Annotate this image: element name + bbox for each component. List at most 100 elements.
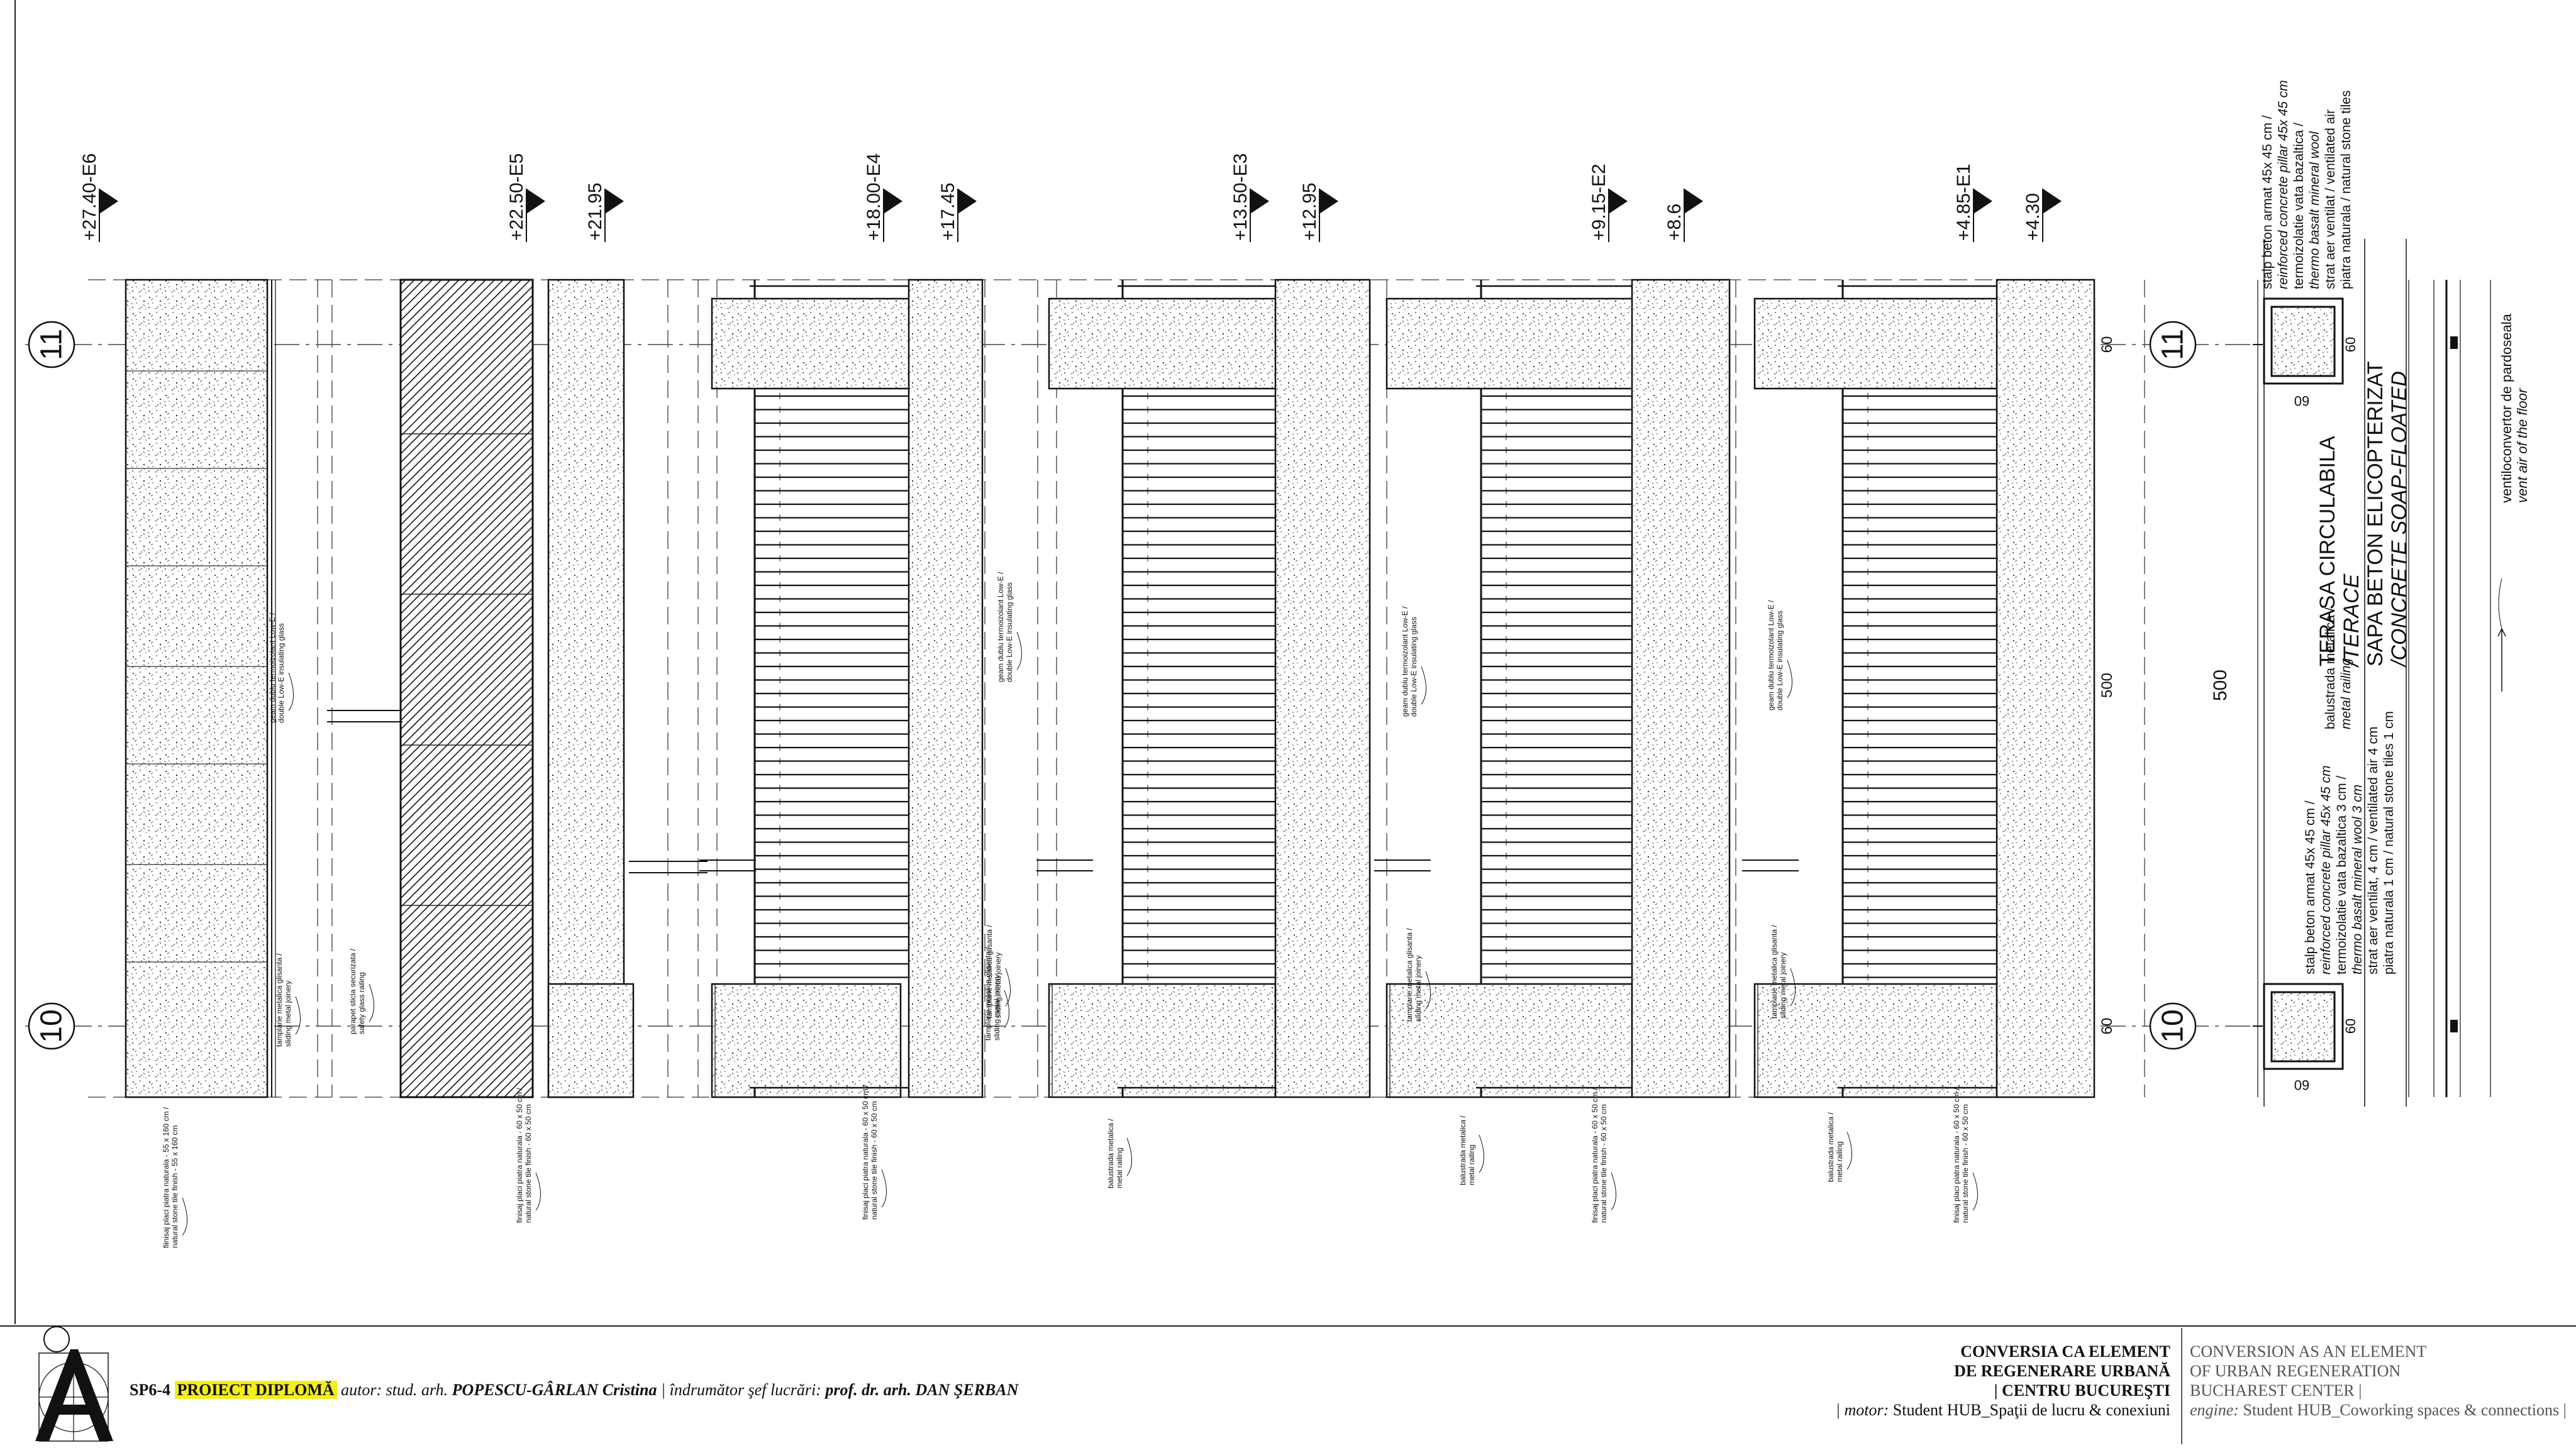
title-en-line3: BUCHAREST CENTER | xyxy=(2190,1381,2362,1400)
level-markers: +27.40-E6 +22.50-E5 +21.95 +18.00-E4 +17.45 +… xyxy=(79,153,2062,242)
svg-text:thermo basalt mineral wool 3 c: thermo basalt mineral wool 3 cm xyxy=(2350,785,2365,975)
coordinator-label: | îndrumător şef lucrări: xyxy=(660,1381,821,1399)
plan-detail xyxy=(2144,239,2506,1107)
svg-text:thermo basalt mineral wool: thermo basalt mineral wool xyxy=(2307,131,2322,289)
svg-text:ventiloconvertor de pardoseala: ventiloconvertor de pardoseala xyxy=(2499,313,2514,503)
label-pillar-bottom: stalp beton armat 45x 45 cm /reinforced … xyxy=(2303,711,2396,975)
author-label: autor: stud. arh. xyxy=(341,1381,448,1399)
title-en: CONVERSION AS AN ELEMENT OF URBAN REGENE… xyxy=(2190,1342,2567,1420)
svg-text:stalp beton armat 45x 45 cm /: stalp beton armat 45x 45 cm / xyxy=(2260,115,2275,289)
annotation-facade-e1: finisaj placi piatra naturala - 60 x 50 … xyxy=(1952,1088,1978,1223)
dim-60-bottom: 60 xyxy=(2099,1018,2116,1035)
motor-value: Student HUB_Spaţii de lucru & conexiuni xyxy=(1892,1401,2170,1419)
svg-text:balustrada metalica /metal rai: balustrada metalica /metal railing xyxy=(1106,1119,1124,1188)
svg-text:metal railing: metal railing xyxy=(2339,658,2353,729)
dim-60-pillar-top: 60 xyxy=(2343,337,2358,352)
level-label-0: +27.40-E6 xyxy=(79,153,100,241)
title-block-border xyxy=(0,1325,2576,1327)
annotation-facade-e6: fiinisaj placi piatra naturala - 55 x 16… xyxy=(162,1107,187,1248)
svg-text:finisaj placi piatra naturala: finisaj placi piatra naturala - 60 x 50 … xyxy=(1952,1088,1970,1223)
title-ro-motor: | motor: Student HUB_Spaţii de lucru & c… xyxy=(1836,1400,2170,1420)
annotation-railing-e2: balustrada metalica /metal railing xyxy=(1458,1115,1484,1185)
level-label-10: +4.30 xyxy=(2023,193,2043,241)
title-block: SP6-4 PROIECT DIPLOMĂ autor: stud. arh. … xyxy=(0,1325,2576,1448)
svg-text:balustrada metalica /metal rai: balustrada metalica /metal railing xyxy=(1458,1115,1476,1185)
level-marker-4: +17.45 xyxy=(938,182,977,242)
dim-60-horiz-top: 60 xyxy=(2294,393,2309,409)
svg-text:geam dublu termoizolant Low-E: geam dublu termoizolant Low-E /double Lo… xyxy=(1767,600,1784,710)
svg-text:strat aer ventilat / ventilate: strat aer ventilat / ventilated air xyxy=(2323,109,2338,289)
axis-bubble-10-plan: 10 xyxy=(2149,1002,2197,1050)
annotation-facade-e2: finisaj placi piatra naturala - 60 x 50 … xyxy=(1591,1088,1616,1223)
axis-label-11-plan: 11 xyxy=(2157,329,2190,360)
label-pillar-top: stalp beton armat 45x 45 cm /reinforced … xyxy=(2260,80,2353,289)
dim-60-pillar-bottom: 60 xyxy=(2343,1019,2358,1034)
level-marker-1: +22.50-E5 xyxy=(506,153,545,242)
level-guides xyxy=(88,279,2101,1098)
svg-text:SAPA BETON ELICOPTERIZAT: SAPA BETON ELICOPTERIZAT xyxy=(2363,361,2387,666)
level-marker-3: +18.00-E4 xyxy=(863,153,902,242)
sheet-code: SP6-4 xyxy=(130,1381,170,1399)
title-en-engine: engine: Student HUB_Coworking spaces & c… xyxy=(2190,1400,2567,1420)
level-label-1: +22.50-E5 xyxy=(506,153,527,241)
svg-text:tamplarie metalica glisanta /s: tamplarie metalica glisanta /sliding met… xyxy=(984,947,1001,1041)
svg-text:strat aer ventilat, 4 cm / ven: strat aer ventilat, 4 cm / ventilated ai… xyxy=(2366,727,2380,975)
level-marker-6: +12.95 xyxy=(1299,182,1338,242)
title-ro-line1: CONVERSIA CA ELEMENT xyxy=(1960,1342,2170,1361)
logo-icon xyxy=(35,1327,113,1442)
annotation-sliding-1: tamplarie metalica glisanta /sliding met… xyxy=(984,947,1009,1041)
engine-label: engine: xyxy=(2190,1401,2239,1419)
svg-text:balustrada metalica /metal rai: balustrada metalica /metal railing xyxy=(1826,1112,1844,1182)
level-marker-2: +21.95 xyxy=(585,182,624,242)
label-railing: balustrada metalica /metal railing xyxy=(2323,607,2353,729)
title-separator xyxy=(2181,1328,2182,1444)
author-name: POPESCU-GÂRLAN Cristina xyxy=(452,1381,657,1399)
level-marker-8: +8.6 xyxy=(1664,189,1703,242)
svg-text:stalp beton armat 45x 45 cm /: stalp beton armat 45x 45 cm / xyxy=(2303,800,2318,975)
annotation-glazing-1: geam dublu termoizolant Low-E /double Lo… xyxy=(268,612,294,723)
annotation-railing-e6: tamplarie metalica glisanta /sliding met… xyxy=(275,953,301,1047)
dim-60-horiz-bottom: 60 xyxy=(2294,1077,2309,1093)
level-label-7: +9.15-E2 xyxy=(1589,163,1609,241)
dim-500: 500 xyxy=(2099,673,2116,698)
annotation-sliding-2: tamplarie metalica glisanta /sliding met… xyxy=(985,925,1011,1019)
title-en-line2: OF URBAN REGENERATION xyxy=(2190,1362,2401,1380)
annotation-sliding-4: tamplarie metalica glisanta /sliding met… xyxy=(1770,925,1796,1019)
svg-text:piatra naturala / natural ston: piatra naturala / natural stone tiles xyxy=(2339,91,2353,289)
panel-e5-glass-railing xyxy=(327,279,534,1098)
axis-bubble-11-plan: 11 xyxy=(2149,321,2197,368)
axis-bubble-11: 11 xyxy=(28,321,75,368)
level-marker-7: +9.15-E2 xyxy=(1589,163,1628,242)
dim-500-plan: 500 xyxy=(2210,670,2231,701)
project-type: PROIECT DIPLOMĂ xyxy=(174,1381,337,1399)
annotations: fiinisaj placi piatra naturala - 55 x 16… xyxy=(162,572,1978,1248)
level-label-2: +21.95 xyxy=(585,182,606,241)
panel-e5-column xyxy=(547,279,708,1098)
svg-text:/CONCRETE SOAP-FLOATED: /CONCRETE SOAP-FLOATED xyxy=(2387,371,2411,668)
panel-e1 xyxy=(1742,279,2096,1098)
level-label-8: +8.6 xyxy=(1664,204,1685,241)
svg-text:/TERACE: /TERACE xyxy=(2340,573,2363,668)
coordinator-name: prof. dr. arh. DAN ŞERBAN xyxy=(825,1381,1019,1399)
svg-text:termoizolatie vata bazaltica /: termoizolatie vata bazaltica / xyxy=(2292,123,2306,289)
annotation-railing-e1: balustrada metalica /metal railing xyxy=(1826,1112,1852,1182)
title-block-author-line: SP6-4 PROIECT DIPLOMĂ autor: stud. arh. … xyxy=(130,1381,1018,1400)
svg-text:tamplarie metalica glisanta /s: tamplarie metalica glisanta /sliding met… xyxy=(275,953,292,1047)
svg-text:geam dublu termoizolant Low-E: geam dublu termoizolant Low-E /double Lo… xyxy=(1401,606,1418,717)
svg-text:parapet sticla securizata /saf: parapet sticla securizata /safety glass … xyxy=(348,948,366,1034)
title-ro-line3: | CENTRU BUCUREŞTI xyxy=(1994,1381,2170,1400)
svg-text:vent air of the floor: vent air of the floor xyxy=(2514,387,2530,503)
svg-text:finisaj placi piatra naturala: finisaj placi piatra naturala - 60 x 50 … xyxy=(861,1085,879,1220)
annotation-facade-e4: finisaj placi piatra naturala - 60 x 50 … xyxy=(861,1085,887,1220)
level-label-5: +13.50-E3 xyxy=(1230,153,1251,241)
svg-text:geam dublu termoizolant Low-E: geam dublu termoizolant Low-E /double Lo… xyxy=(268,612,286,723)
motor-label: | motor: xyxy=(1835,1401,1889,1419)
svg-text:fiinisaj placi piatra naturala: fiinisaj placi piatra naturala - 55 x 16… xyxy=(162,1107,179,1248)
annotation-glazing-2: geam dublu termoizolant Low-E /double Lo… xyxy=(996,572,1022,682)
dim-60-top: 60 xyxy=(2099,336,2116,353)
svg-text:TERASA CIRCULABILA: TERASA CIRCULABILA xyxy=(2316,436,2340,666)
level-marker-0: +27.40-E6 xyxy=(79,153,118,242)
svg-text:piatra naturala 1 cm / natural: piatra naturala 1 cm / natural stone til… xyxy=(2382,711,2396,975)
